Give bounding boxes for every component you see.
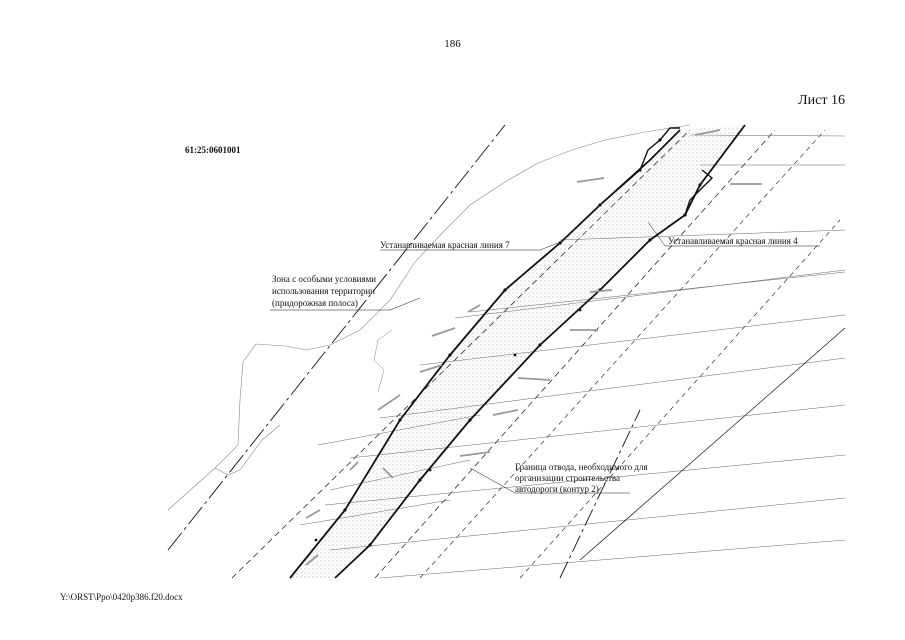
leader-lines: [270, 221, 820, 494]
terrain-contour-2: [373, 329, 393, 393]
dashed-line-4: [419, 129, 826, 579]
page-number: 186: [444, 38, 461, 50]
dashed-line-2: [374, 129, 776, 579]
zone-label-line-3: (придорожная полоса): [272, 298, 358, 308]
parcel-marks: [305, 129, 762, 566]
dashed-line-3: [519, 219, 841, 579]
allotment-strip: [290, 125, 745, 578]
sheet-label: Лист 16: [798, 93, 845, 108]
allotment-contour-right: [684, 169, 714, 216]
allotment-contour-top: [599, 127, 680, 206]
footer-file-path: Y:\ORST\Ppo\0420p386.f20.docx: [60, 592, 183, 602]
cadastral-block-number: 61:25:0601001: [185, 145, 241, 155]
red-line-4-label: Устанавливаемая красная линия 4: [668, 236, 798, 246]
red-line-7-label: Устанавливаемая красная линия 7: [380, 240, 510, 250]
terrain-contour: [167, 124, 691, 511]
zone-label-line-2: использования территории: [272, 286, 375, 296]
dash-dot-line-right: [559, 409, 641, 579]
red-line-4: [334, 124, 746, 579]
boundary-label-line-1: Граница отвода, необходимого для: [515, 462, 648, 472]
long-solid-line: [579, 327, 846, 561]
boundary-label-line-3: автодороги (контур 2): [515, 484, 599, 494]
zone-label-line-1: Зона с особыми условиями: [272, 274, 376, 284]
boundary-label-line-2: организации строительства: [515, 473, 620, 483]
outer-boundary-line-left: [167, 124, 506, 551]
